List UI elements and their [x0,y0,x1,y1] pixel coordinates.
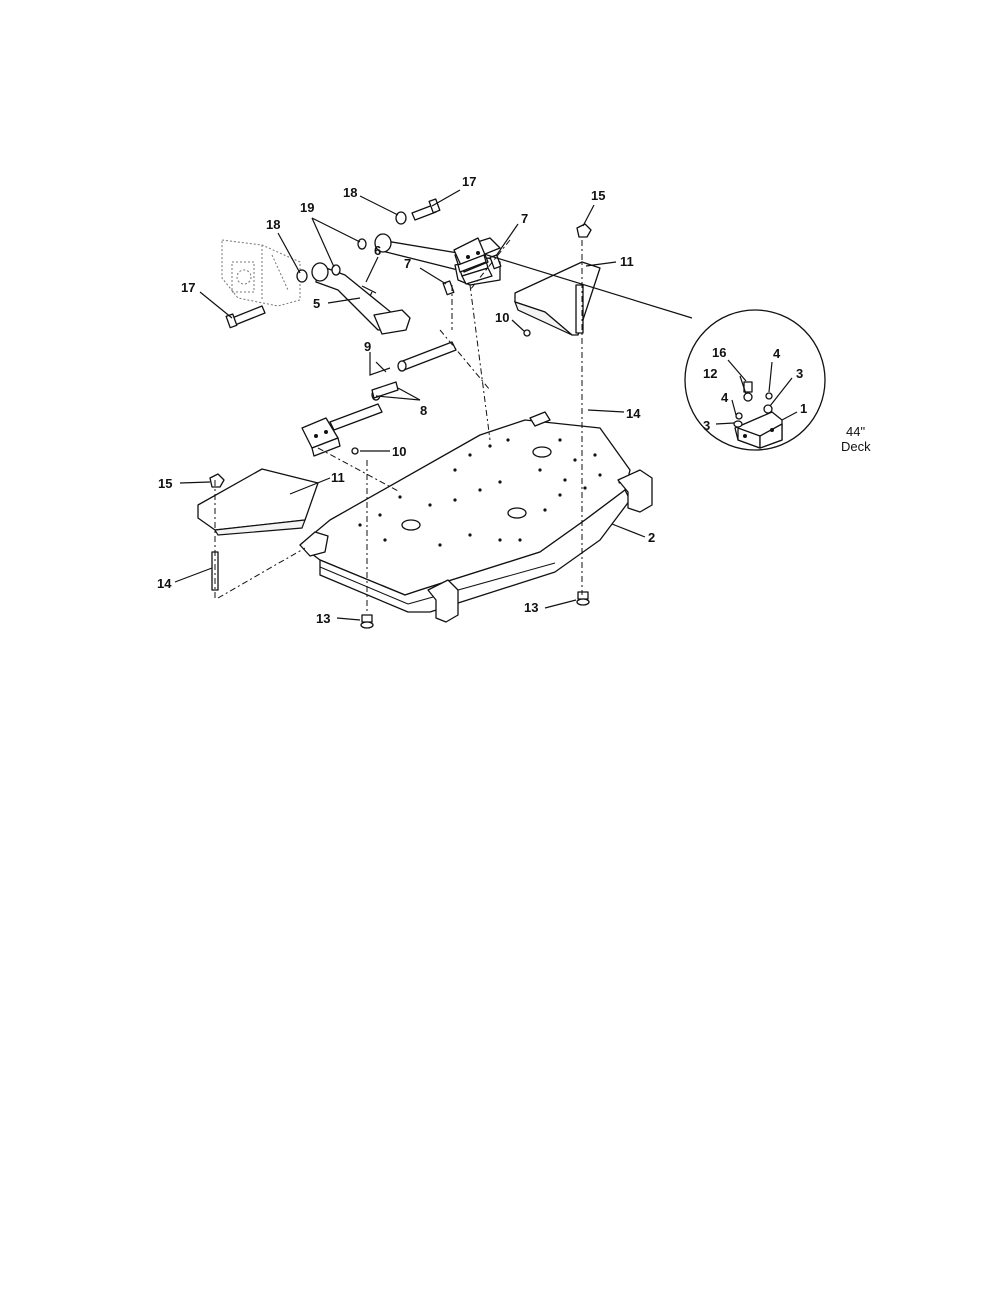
bolt-17a [411,198,441,221]
callout-15: 15 [158,476,172,491]
detail-view [483,253,826,451]
callout-6: 6 [374,243,381,258]
deck-size-line2: Deck [841,439,871,454]
rear-mount-block [453,237,489,273]
callout-9: 9 [364,339,371,354]
deck-holes [358,438,622,547]
nut-19b [331,264,341,276]
callout-10: 10 [392,444,406,459]
callout-labels: 17 18 19 18 6 7 7 15 11 17 5 10 9 8 14 1… [157,174,807,626]
nut-15a [576,223,592,238]
bolt-13a [360,614,374,629]
callout-8: 8 [420,403,427,418]
frame-bracket [221,239,301,307]
deck-size-label: 44" Deck [841,424,871,454]
nut-10a [523,329,531,337]
detail-callout-4: 4 [773,346,781,361]
detail-callout-3: 3 [796,366,803,381]
callout-5: 5 [313,296,320,311]
detail-callout-1: 1 [800,401,807,416]
detail-callout-12: 12 [703,366,717,381]
leader-lines [174,189,798,621]
callout-19: 19 [300,200,314,215]
stud-14b [211,551,219,591]
baffle-rear [513,261,601,336]
washer-18a [395,211,407,225]
detail-callout-3: 3 [703,418,710,433]
washer-18b [296,269,308,283]
callout-11: 11 [331,470,345,485]
callout-13: 13 [316,611,330,626]
callout-15: 15 [591,188,605,203]
callout-7: 7 [521,211,528,226]
baffle-front [197,468,319,536]
lift-arm-lower [311,262,411,335]
callout-2: 2 [648,530,655,545]
nut-15b [209,473,225,488]
callout-14: 14 [626,406,641,421]
callout-7: 7 [404,256,411,271]
callout-13: 13 [524,600,538,615]
callout-10: 10 [495,310,509,325]
detail-callout-16: 16 [712,345,726,360]
bolt-13b [576,591,590,606]
assembly-lines [214,239,583,612]
bolt-17b [225,305,266,329]
tube-8 [329,381,399,431]
callout-17: 17 [181,280,195,295]
detail-bracket [734,411,783,449]
nut-10b [351,447,359,455]
detail-callout-4: 4 [721,390,729,405]
front-mount-block [301,417,341,457]
mower-deck [299,411,653,623]
callout-18: 18 [266,217,280,232]
callout-14: 14 [157,576,172,591]
stud-14a [575,284,584,334]
deck-size-line1: 44" [846,424,865,439]
tube-9 [397,341,457,372]
callout-17: 17 [462,174,476,189]
callout-11: 11 [620,254,634,269]
nut-19a [357,238,367,250]
callout-18: 18 [343,185,357,200]
